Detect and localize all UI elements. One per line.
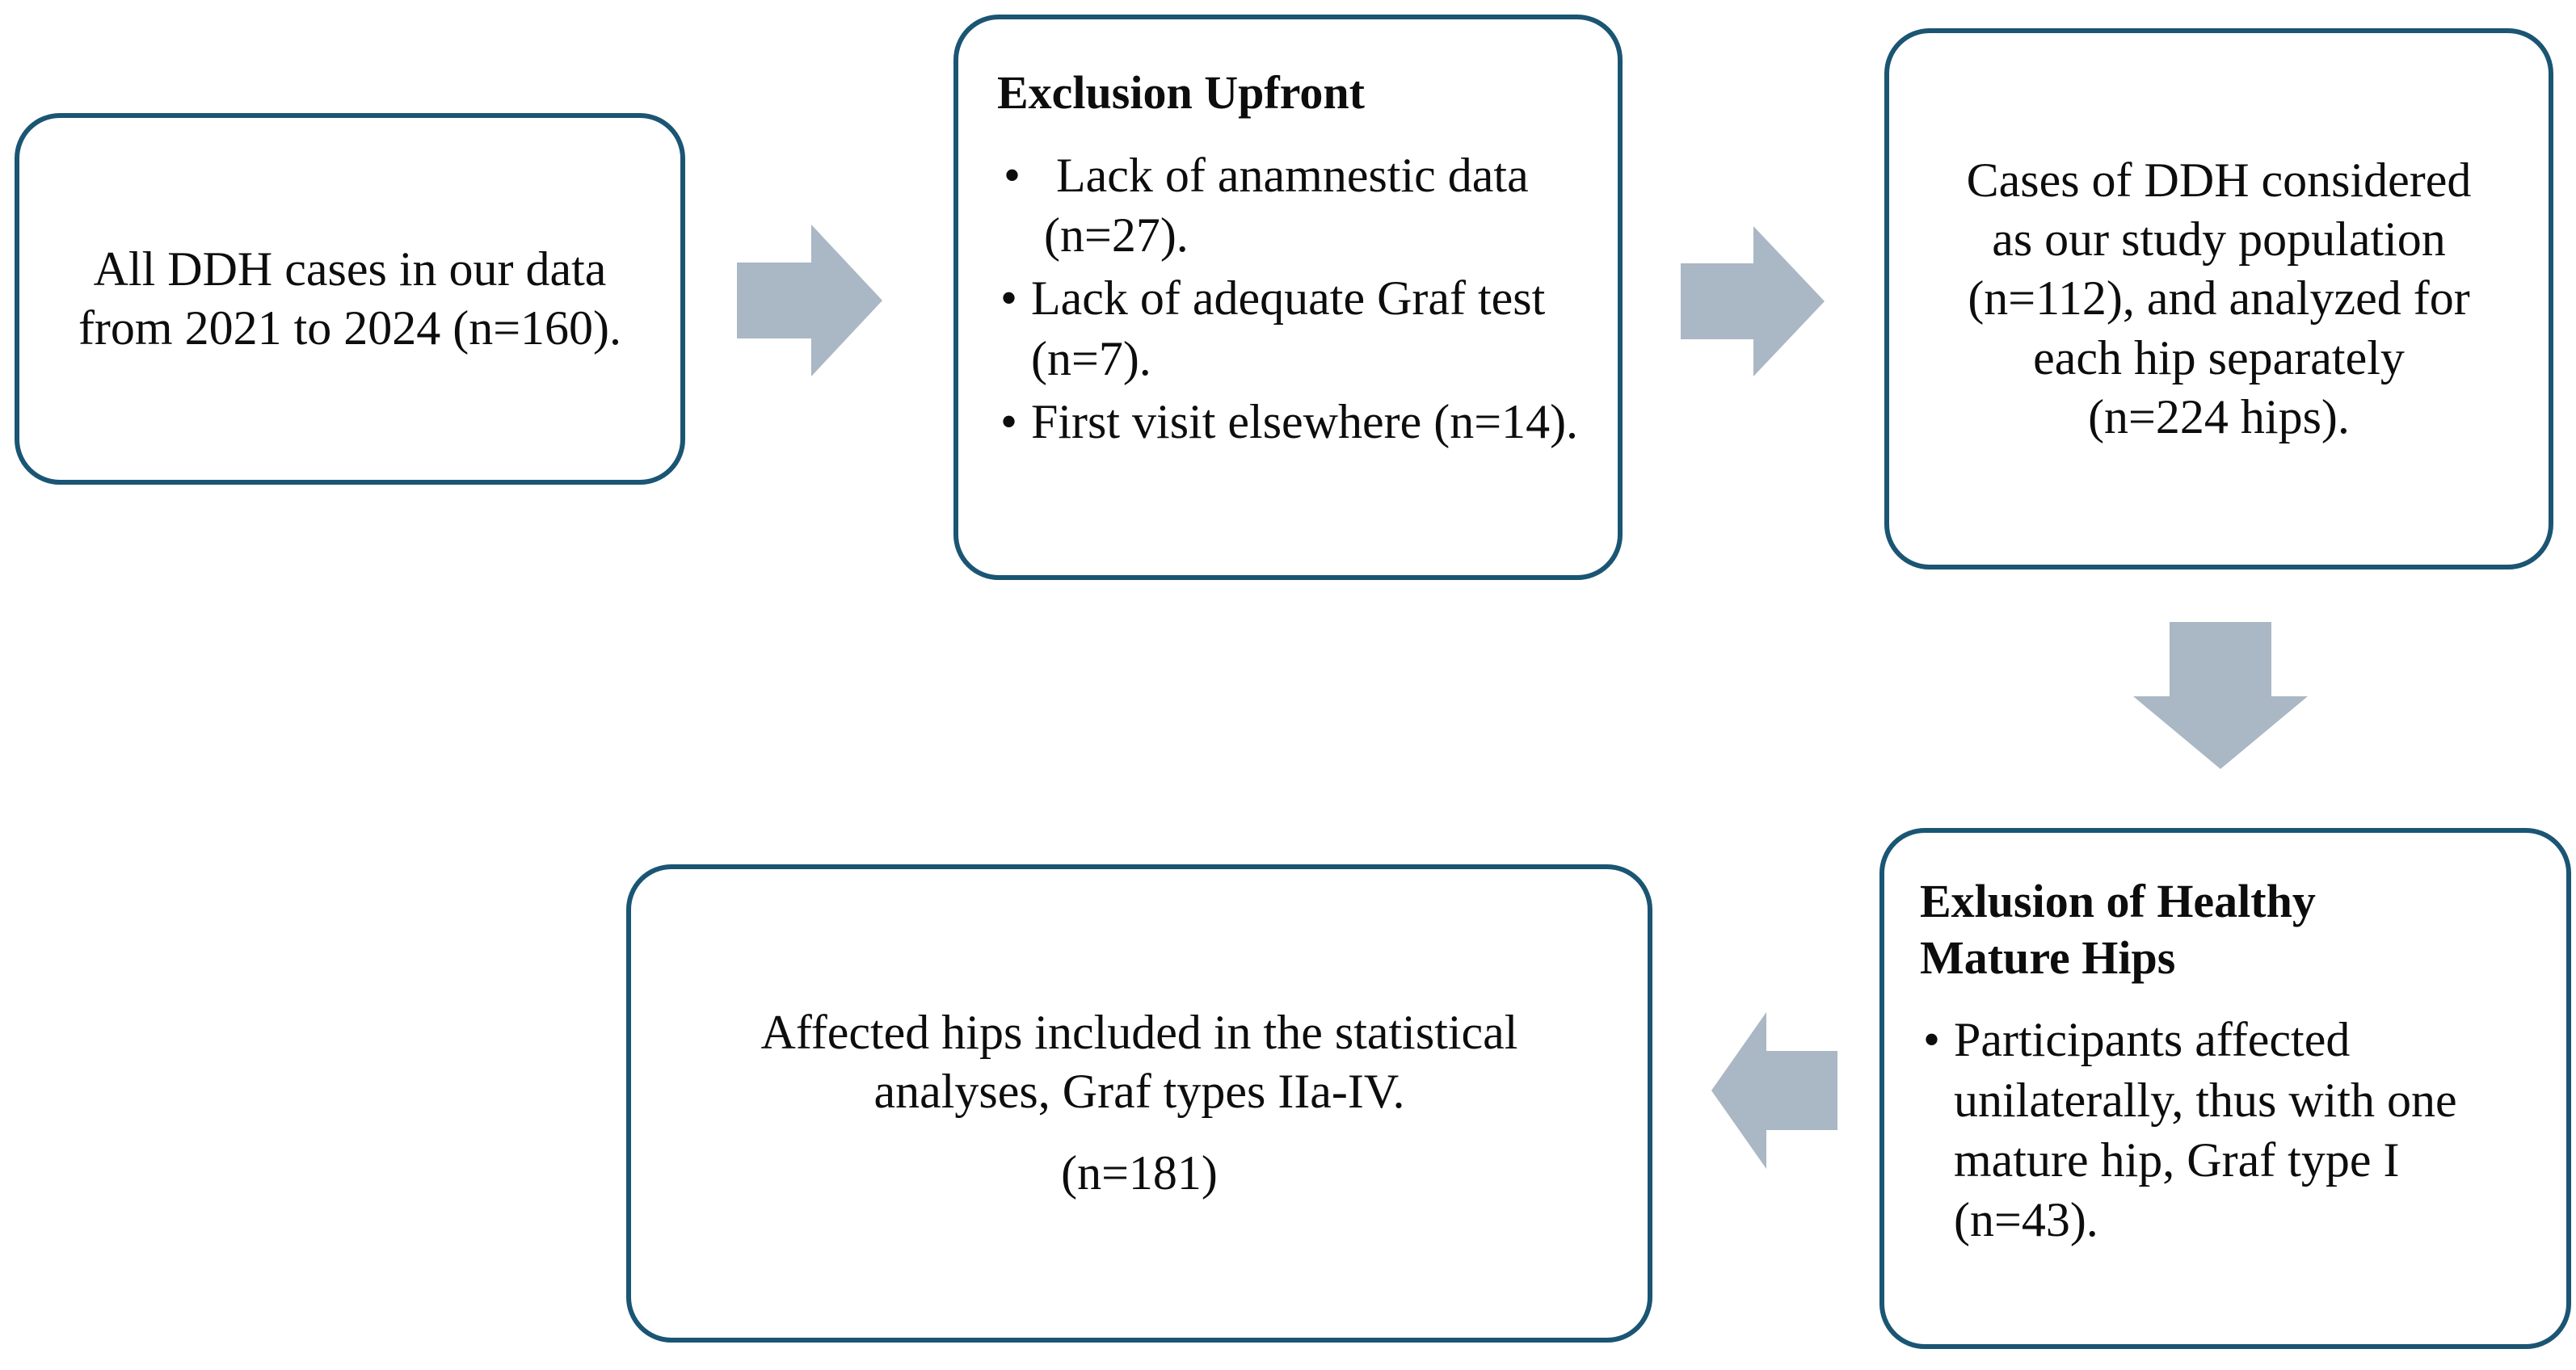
node-exclusion-upfront: Exclusion Upfront • Lack of anamnestic d… [953, 15, 1623, 580]
list-item-label: Participants affected unilaterally, thus… [1954, 1013, 2469, 1247]
arrow-exclusion-to-population-icon [1681, 226, 1825, 376]
node-study-population-line-2: as our study population [1992, 212, 2446, 267]
list-item-label: Lack of anamnestic data (n=27). [1044, 148, 1541, 262]
arrow-all-cases-to-exclusion-icon [737, 225, 882, 376]
node-affected-hips-included-line-3: (n=181) [1061, 1146, 1218, 1200]
node-exclusion-upfront-content: Exclusion Upfront • Lack of anamnestic d… [958, 19, 1618, 456]
list-item: •First visit elsewhere (n=14). [997, 392, 1579, 452]
node-all-cases-line-1: All DDH cases in our data [93, 242, 607, 296]
node-study-population-line-5: (n=224 hips). [2088, 389, 2350, 443]
node-all-cases-line-2: from 2021 to 2024 (n=160). [78, 301, 622, 355]
node-all-cases-content: All DDH cases in our data from 2021 to 2… [19, 240, 680, 358]
node-exclusion-healthy-mature-hips-heading: Exlusion of Healthy Mature Hips [1920, 875, 2328, 984]
list-item: •Participants affected unilaterally, thu… [1920, 1010, 2528, 1250]
list-item: • Lack of anamnestic data (n=27). [997, 145, 1579, 266]
node-exclusion-upfront-heading: Exclusion Upfront [997, 66, 1365, 119]
node-study-population-content: Cases of DDH considered as our study pop… [1889, 151, 2549, 447]
node-exclusion-healthy-mature-hips-bullet-list: •Participants affected unilaterally, thu… [1920, 1010, 2528, 1250]
node-exclusion-healthy-mature-hips: Exlusion of Healthy Mature Hips •Partici… [1879, 828, 2571, 1349]
node-study-population-line-3: (n=112), and analyzed for [1968, 271, 2470, 326]
bullet-icon: • [1923, 1013, 1941, 1067]
node-affected-hips-included-spacer [680, 1122, 1599, 1145]
arrow-population-to-healthy-exclusion-icon [2133, 622, 2308, 769]
node-exclusion-upfront-bullet-list: • Lack of anamnestic data (n=27). •Lack … [997, 145, 1579, 452]
list-item: •Lack of adequate Graf test (n=7). [997, 268, 1579, 389]
bullet-icon: • [1000, 395, 1018, 449]
node-affected-hips-included-line-2: analyses, Graf types IIa-IV. [873, 1065, 1405, 1119]
node-all-cases: All DDH cases in our data from 2021 to 2… [15, 113, 685, 485]
node-study-population-line-4: each hip separately [2033, 330, 2405, 385]
bullet-icon: • [1004, 148, 1021, 202]
arrow-healthy-exclusion-to-included-icon [1711, 1012, 1837, 1169]
bullet-icon: • [1000, 271, 1018, 326]
list-item-label: First visit elsewhere (n=14). [1031, 395, 1579, 449]
node-affected-hips-included: Affected hips included in the statistica… [626, 864, 1652, 1343]
node-affected-hips-included-content: Affected hips included in the statistica… [631, 1003, 1648, 1204]
node-study-population: Cases of DDH considered as our study pop… [1884, 28, 2553, 569]
node-affected-hips-included-line-1: Affected hips included in the statistica… [760, 1006, 1518, 1060]
node-exclusion-healthy-mature-hips-content: Exlusion of Healthy Mature Hips •Partici… [1884, 833, 2566, 1254]
list-item-label: Lack of adequate Graf test (n=7). [1031, 271, 1558, 385]
node-study-population-line-1: Cases of DDH considered [1966, 153, 2472, 208]
